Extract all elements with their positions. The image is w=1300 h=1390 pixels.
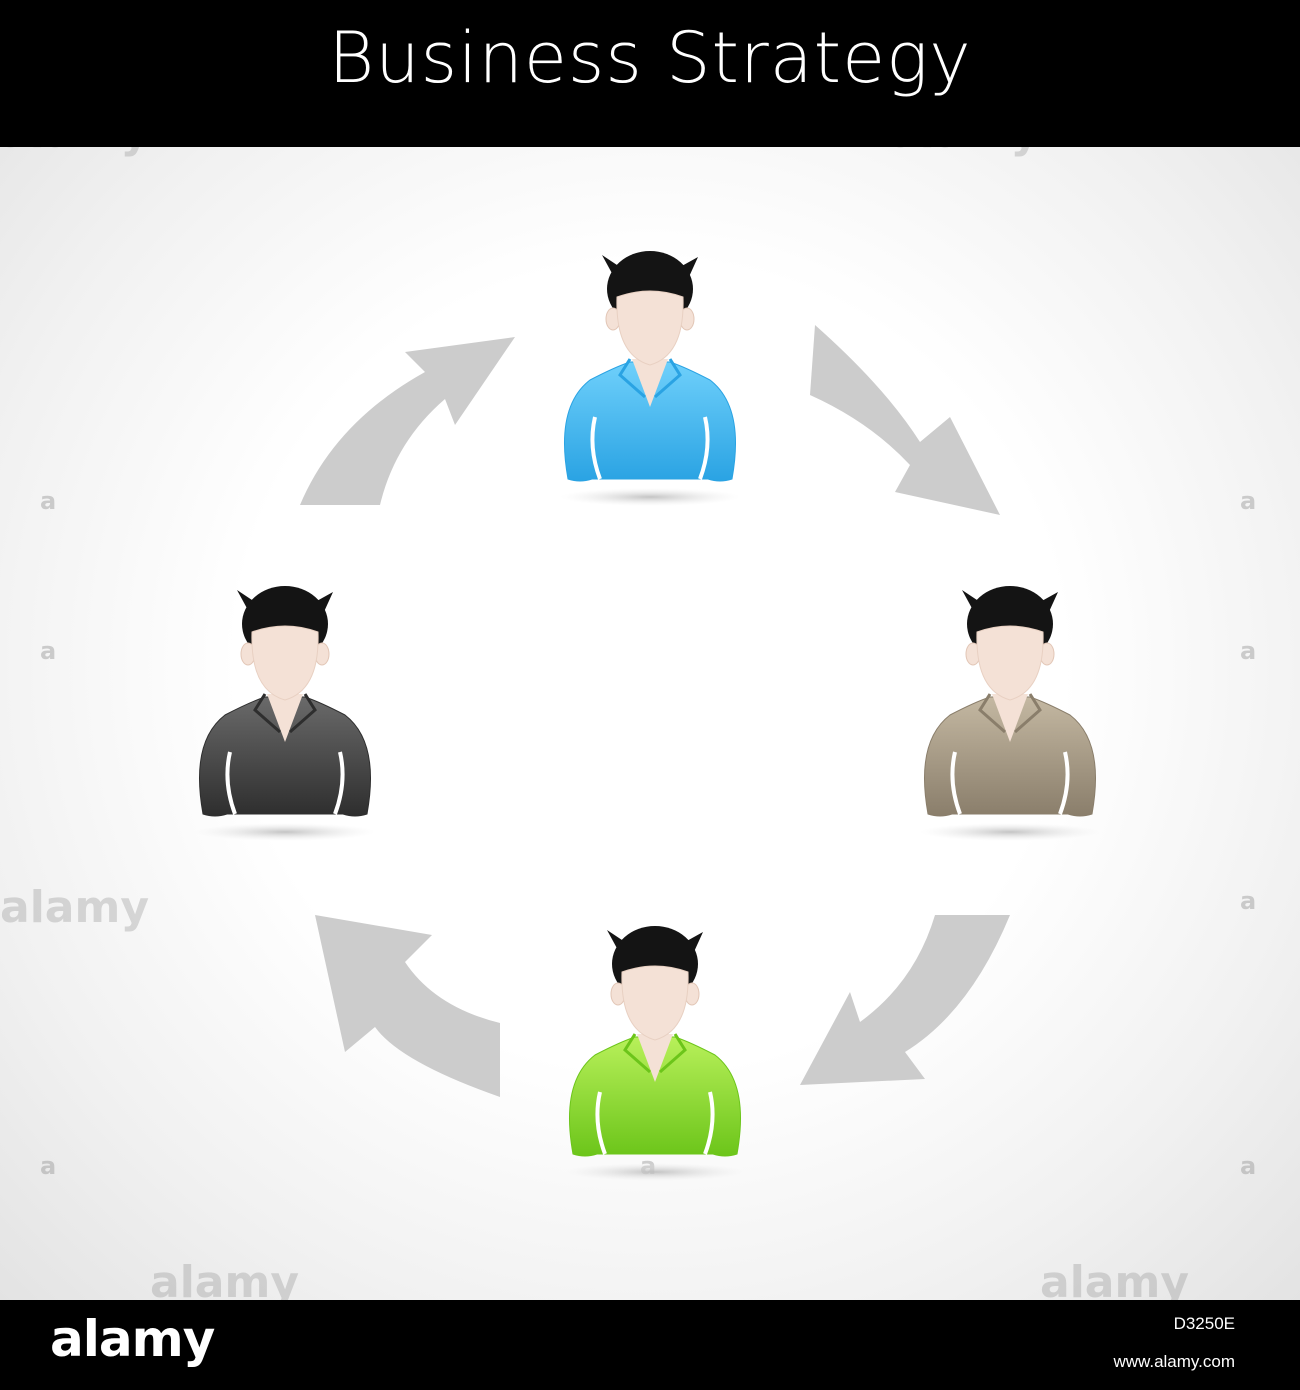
watermark-mark: a — [1240, 487, 1257, 515]
watermark-mark: a — [40, 487, 57, 515]
person-icon — [920, 586, 1100, 841]
hair-tuft — [237, 590, 255, 612]
neck — [632, 359, 668, 407]
page-title: Business Strategy — [328, 17, 972, 99]
footer-bar: alamy D3250E www.alamy.com — [0, 1300, 1300, 1390]
arm-line — [225, 751, 237, 815]
cycle-arrows — [300, 325, 1010, 1097]
watermark-mark: a — [1240, 637, 1257, 665]
collar — [618, 358, 646, 399]
watermark-logo: alamy — [0, 882, 149, 933]
arm-line — [595, 1091, 607, 1155]
watermark-mark: a — [1240, 887, 1257, 915]
arm-line — [703, 1091, 715, 1155]
arrow-bottom-right-icon — [800, 915, 1010, 1085]
arrow-bottom-left-icon — [315, 915, 500, 1097]
person-icon — [560, 251, 740, 506]
face — [621, 965, 689, 1041]
diagram-canvas: alamy alamy alamy alamy alamy a a a a a … — [0, 147, 1300, 1300]
hair-tuft — [315, 592, 333, 614]
face — [976, 625, 1044, 701]
header-bar: Business Strategy — [0, 0, 1300, 147]
floor-shadow — [920, 823, 1100, 841]
floor-shadow — [560, 488, 740, 506]
hair-tuft — [607, 930, 625, 952]
hair-tuft — [962, 590, 980, 612]
neck — [637, 1034, 673, 1082]
collar — [659, 1033, 687, 1074]
collar — [978, 693, 1006, 734]
cycle-diagram — [195, 251, 1100, 1181]
watermark-logo: alamy — [1040, 1257, 1189, 1300]
watermark-mark: a — [1240, 1152, 1257, 1180]
hair-tuft — [685, 932, 703, 954]
arm-line — [950, 751, 962, 815]
hair-tuft — [602, 255, 620, 277]
shirt — [198, 696, 372, 817]
face — [251, 625, 319, 701]
person-icon — [195, 586, 375, 841]
watermark-logo: alamy — [890, 147, 1039, 158]
shirt — [563, 361, 737, 482]
collar — [1014, 693, 1042, 734]
image-id-label: D3250E — [1173, 1314, 1235, 1333]
shirt — [568, 1036, 742, 1157]
arm-line — [1058, 751, 1070, 815]
watermark-logo: alamy — [0, 147, 149, 158]
hair-tuft — [680, 257, 698, 279]
arm-line — [698, 416, 710, 480]
floor-shadow — [565, 1163, 745, 1181]
hair-tuft — [1040, 592, 1058, 614]
collar — [654, 358, 682, 399]
collar — [623, 1033, 651, 1074]
collar — [253, 693, 281, 734]
watermark-mark: a — [40, 637, 57, 665]
brand-logo: alamy — [50, 1310, 215, 1368]
watermark-mark: a — [40, 1152, 57, 1180]
arrow-top-right-icon — [810, 325, 1000, 515]
shirt — [923, 696, 1097, 817]
arrow-top-left-icon — [300, 337, 515, 505]
website-url-label: www.alamy.com — [1113, 1352, 1235, 1371]
neck — [267, 694, 303, 742]
collar — [289, 693, 317, 734]
watermark-logo: alamy — [150, 1257, 299, 1300]
arm-line — [333, 751, 345, 815]
face — [616, 290, 684, 366]
neck — [992, 694, 1028, 742]
floor-shadow — [195, 823, 375, 841]
arm-line — [590, 416, 602, 480]
person-icon — [565, 926, 745, 1181]
